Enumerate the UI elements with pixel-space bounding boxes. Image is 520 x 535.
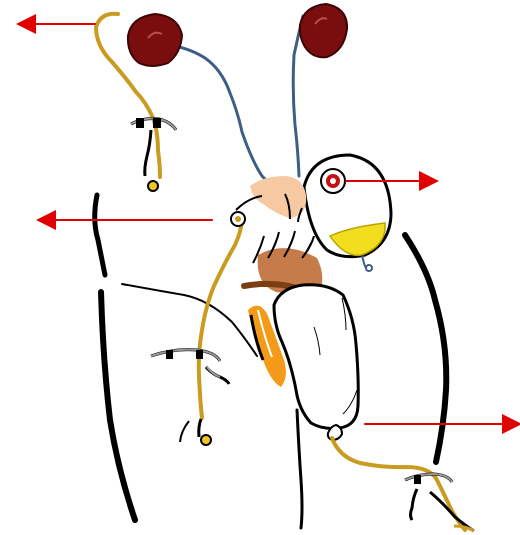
drain-bag bbox=[304, 155, 391, 271]
organs bbox=[128, 4, 347, 66]
small-ring bbox=[231, 212, 245, 226]
organ-right bbox=[300, 4, 347, 57]
organ-left bbox=[128, 14, 182, 66]
tissue-mass bbox=[236, 176, 306, 222]
clamp-top bbox=[131, 118, 176, 191]
central-structure bbox=[274, 285, 358, 440]
clamp-middle bbox=[151, 350, 229, 445]
